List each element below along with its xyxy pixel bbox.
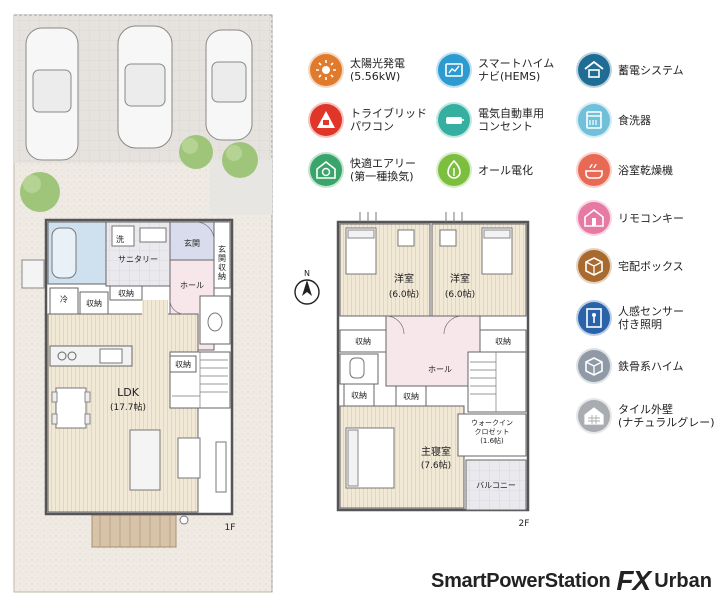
room-label: (7.6帖)	[421, 459, 451, 471]
ventilation-icon	[308, 152, 344, 188]
feature-label: 蓄電システム	[618, 63, 684, 77]
compass-label: N	[304, 269, 310, 278]
parked-car-2	[117, 25, 173, 149]
room-label: 収納	[351, 390, 367, 400]
feature-label: トライブリッド パワコン	[350, 107, 427, 133]
room-label-multiline: ウォークインクロゼット(1.6帖)	[471, 419, 513, 445]
delivery-box-icon	[576, 248, 612, 284]
brand-part2: FX	[616, 565, 651, 596]
feature-item: 宅配ボックス	[576, 248, 684, 284]
feature-label: 食洗器	[618, 113, 651, 127]
feature-label: 快適エアリー (第一種換気)	[350, 157, 416, 183]
motion-light-icon	[576, 300, 612, 336]
room-label: 洋室	[450, 272, 470, 285]
feature-item: スマートハイム ナビ(HEMS)	[436, 52, 554, 88]
room-label: 収納	[118, 288, 134, 298]
feature-item: リモコンキー	[576, 200, 684, 236]
tree-icon	[20, 172, 60, 212]
room-label: 収納	[495, 336, 511, 346]
feature-item: 快適エアリー (第一種換気)	[308, 152, 416, 188]
room-label: (6.0帖)	[389, 288, 419, 300]
floor-label-2f: 2F	[519, 519, 530, 529]
tile-wall-icon	[576, 398, 612, 434]
floor-label-1f: 1F	[225, 523, 236, 533]
feature-item: 人感センサー 付き照明	[576, 300, 684, 336]
feature-label: タイル外壁 (ナチュラルグレー)	[618, 403, 715, 429]
room-label: 冷	[60, 294, 68, 304]
tree-icon	[179, 135, 213, 169]
feature-label: 浴室乾燥機	[618, 163, 673, 177]
feature-label: 太陽光発電 (5.56kW)	[350, 57, 405, 83]
room-label: 収納	[86, 298, 102, 308]
room-label: 主寝室	[421, 445, 451, 458]
ev-outlet-icon	[436, 102, 472, 138]
room-label: 収納	[355, 336, 371, 346]
brand-part1: SmartPowerStation	[431, 569, 611, 592]
feature-label: オール電化	[478, 163, 533, 177]
room-label: ホール	[180, 281, 204, 290]
feature-label: リモコンキー	[618, 211, 684, 225]
tree-icon	[222, 142, 258, 178]
room-label: LDK	[117, 386, 140, 399]
all-electric-icon	[436, 152, 472, 188]
feature-item: 蓄電システム	[576, 52, 684, 88]
brand-part3: Urban	[654, 569, 712, 592]
room-label: 収納	[403, 391, 419, 401]
room-label: 玄関	[184, 238, 200, 248]
feature-item: 浴室乾燥機	[576, 152, 673, 188]
room-label: 収納	[175, 359, 191, 369]
feature-label: 電気自動車用 コンセント	[478, 107, 544, 133]
room-labels: 洗 サニタリー 玄関 冷 収納 収納 収納 ホール LDK (17.7帖) 1F…	[60, 234, 529, 533]
room-label: 洗	[116, 234, 124, 244]
parked-car-1	[25, 27, 79, 161]
floor-1f	[44, 218, 234, 516]
feature-label: 宅配ボックス	[618, 259, 684, 273]
feature-label: 人感センサー 付き照明	[618, 305, 684, 331]
floor-2f	[336, 212, 530, 512]
battery-house-icon	[576, 52, 612, 88]
room-label: バルコニー	[476, 481, 516, 490]
steel-frame-icon	[576, 348, 612, 384]
smart-navi-icon	[436, 52, 472, 88]
power-conditioner-icon	[308, 102, 344, 138]
feature-item: タイル外壁 (ナチュラルグレー)	[576, 398, 715, 434]
compass-icon	[294, 279, 320, 305]
dishwasher-icon	[576, 102, 612, 138]
remote-key-icon	[576, 200, 612, 236]
feature-item: 太陽光発電 (5.56kW)	[308, 52, 405, 88]
feature-item: 電気自動車用 コンセント	[436, 102, 544, 138]
feature-item: 食洗器	[576, 102, 651, 138]
room-label: サニタリー	[118, 255, 158, 264]
parked-car-3	[205, 29, 253, 141]
room-label: (6.0帖)	[445, 288, 475, 300]
feature-label: 鉄骨系ハイム	[618, 359, 684, 373]
room-label: (17.7帖)	[110, 401, 146, 413]
solar-panel-icon	[308, 52, 344, 88]
feature-item: 鉄骨系ハイム	[576, 348, 684, 384]
brand-logo: SmartPowerStation FX Urban	[356, 564, 712, 598]
feature-item: トライブリッド パワコン	[308, 102, 427, 138]
feature-item: オール電化	[436, 152, 533, 188]
room-label: ホール	[428, 365, 452, 374]
feature-label: スマートハイム ナビ(HEMS)	[478, 57, 555, 83]
room-label-vertical: 玄関収納	[218, 244, 226, 281]
room-label: 洋室	[394, 272, 414, 285]
bath-dryer-icon	[576, 152, 612, 188]
